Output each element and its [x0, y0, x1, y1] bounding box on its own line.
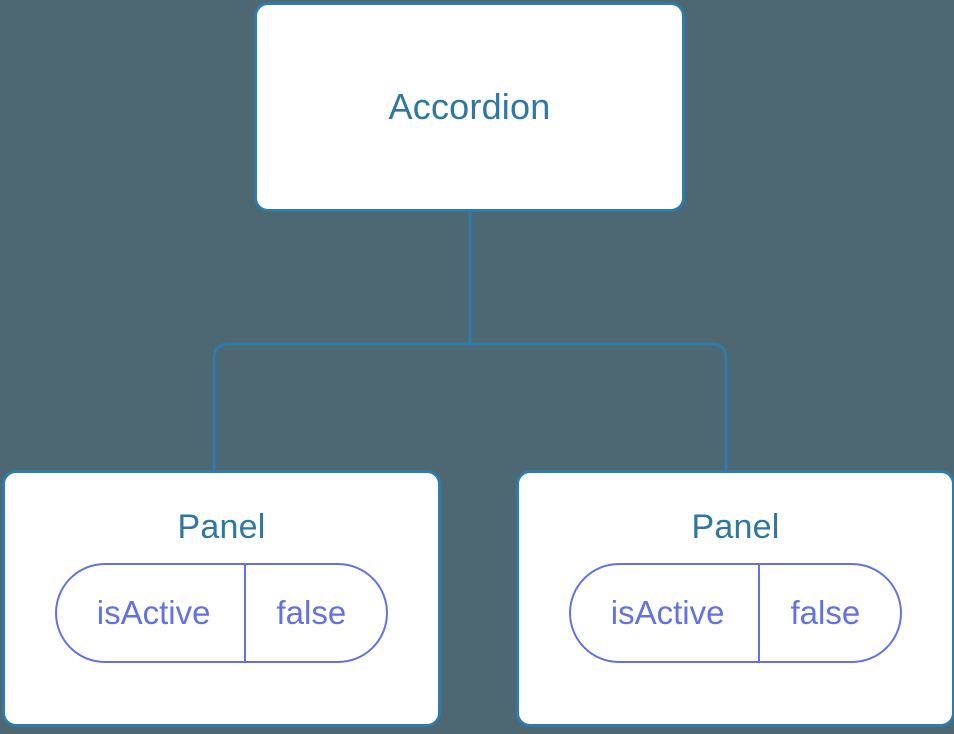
- node-accordion[interactable]: Accordion: [254, 2, 685, 212]
- node-panel-1[interactable]: Panel isActive false: [2, 470, 441, 727]
- node-panel-2[interactable]: Panel isActive false: [516, 470, 954, 727]
- node-title: Panel: [177, 508, 266, 546]
- edge-to-panel-1: [212, 342, 470, 476]
- prop-key: isActive: [571, 565, 761, 662]
- prop-key: isActive: [57, 565, 247, 662]
- prop-value: false: [790, 594, 861, 632]
- prop-value: false: [276, 594, 347, 632]
- node-title: Accordion: [388, 86, 551, 128]
- prop-pill[interactable]: isActive false: [54, 563, 389, 664]
- node-title: Panel: [691, 508, 780, 546]
- edge-to-panel-2: [470, 342, 728, 476]
- prop-pill[interactable]: isActive false: [568, 563, 903, 664]
